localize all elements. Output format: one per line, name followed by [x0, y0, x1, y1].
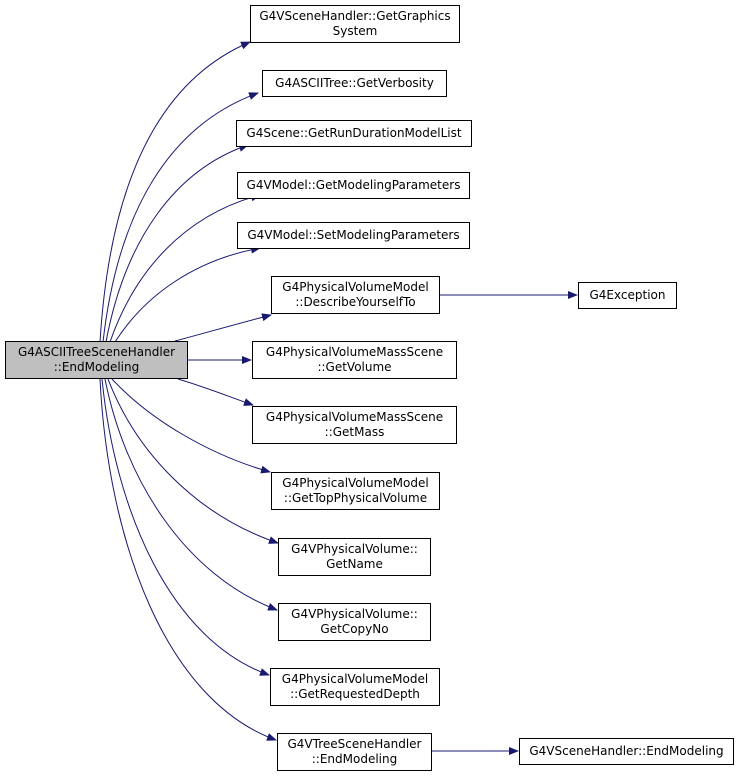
node-label-line1: G4PhysicalVolumeMassScene: [265, 345, 444, 359]
node-label-line1: G4ASCIITreeSceneHandler: [17, 345, 176, 359]
node-label-line2: ::GetRequestedDepth: [290, 687, 420, 701]
node-label-line1: G4PhysicalVolumeModel: [282, 476, 429, 490]
node-label-line1: G4VModel::SetModelingParameters: [247, 228, 460, 242]
node-label-line2: GetName: [326, 557, 383, 571]
node-get-copy-no[interactable]: G4VPhysicalVolume:: GetCopyNo: [278, 603, 431, 641]
node-label-line1: G4VSceneHandler::GetGraphics: [259, 9, 451, 23]
node-get-graphics-system[interactable]: G4VSceneHandler::GetGraphics System: [250, 5, 460, 43]
node-label-line2: GetCopyNo: [320, 622, 389, 636]
node-label-line1: G4PhysicalVolumeModel: [282, 280, 429, 294]
node-label-line2: ::EndModeling: [311, 752, 398, 766]
edges: [99, 41, 578, 755]
edge-to-get-requested-depth: [101, 378, 270, 676]
node-get-verbosity[interactable]: G4ASCIITree::GetVerbosity: [262, 70, 447, 97]
node-label-line1: G4VTreeSceneHandler: [287, 737, 422, 751]
node-get-name[interactable]: G4VPhysicalVolume:: GetName: [278, 538, 431, 576]
edge-to-get-copy-no: [104, 378, 278, 611]
edge-to-get-name: [107, 378, 279, 544]
node-label-line1: G4PhysicalVolumeModel: [281, 672, 429, 686]
node-root-end-modeling[interactable]: G4ASCIITreeSceneHandler ::EndModeling: [5, 341, 188, 379]
edge-to-describe-yourself-to: [174, 313, 272, 342]
node-label-line2: ::DescribeYourselfTo: [295, 295, 416, 309]
node-label-line2: ::GetTopPhysicalVolume: [283, 491, 428, 505]
node-label-line2: System: [332, 24, 378, 38]
node-label-line2: ::EndModeling: [53, 360, 140, 374]
edge-to-get-mass: [177, 378, 254, 406]
node-set-modeling-parameters[interactable]: G4VModel::SetModelingParameters: [237, 222, 470, 249]
node-get-top-physical-volume[interactable]: G4PhysicalVolumeModel ::GetTopPhysicalVo…: [271, 472, 440, 510]
node-get-modeling-parameters[interactable]: G4VModel::GetModelingParameters: [237, 172, 470, 199]
node-label-line1: G4VModel::GetModelingParameters: [246, 178, 461, 192]
node-get-volume[interactable]: G4PhysicalVolumeMassScene ::GetVolume: [252, 341, 457, 379]
node-label-line1: G4VSceneHandler::EndModeling: [529, 744, 724, 758]
edge-to-get-verbosity: [102, 92, 259, 343]
edge-to-set-modeling-parameters: [114, 245, 261, 343]
node-label-line1: G4Exception: [589, 288, 666, 302]
edge-to-get-top-physical-volume: [111, 378, 271, 474]
node-g4exception[interactable]: G4Exception: [578, 282, 677, 309]
node-get-mass[interactable]: G4PhysicalVolumeMassScene ::GetMass: [252, 406, 457, 444]
node-label-line1: G4ASCIITree::GetVerbosity: [275, 76, 434, 90]
node-describe-yourself-to[interactable]: G4PhysicalVolumeModel ::DescribeYourself…: [271, 276, 440, 314]
edge-to-tree-end-modeling: [99, 378, 277, 741]
node-get-run-duration-model-list[interactable]: G4Scene::GetRunDurationModelList: [236, 120, 472, 147]
edge-to-get-graphics-system: [99, 41, 251, 343]
node-tree-end-modeling[interactable]: G4VTreeSceneHandler ::EndModeling: [277, 733, 432, 771]
node-label-line2: ::GetMass: [324, 425, 385, 439]
node-get-requested-depth[interactable]: G4PhysicalVolumeModel ::GetRequestedDept…: [270, 668, 440, 706]
node-label-line2: ::GetVolume: [317, 360, 392, 374]
node-label-line1: G4Scene::GetRunDurationModelList: [246, 126, 462, 140]
edge-to-get-modeling-parameters: [109, 193, 261, 343]
edge-to-get-run-duration-model-list: [105, 144, 249, 343]
node-scene-end-modeling[interactable]: G4VSceneHandler::EndModeling: [519, 738, 734, 765]
node-label-line1: G4VPhysicalVolume::: [291, 607, 418, 621]
node-label-line1: G4VPhysicalVolume::: [291, 542, 418, 556]
node-label-line1: G4PhysicalVolumeMassScene: [265, 410, 444, 424]
